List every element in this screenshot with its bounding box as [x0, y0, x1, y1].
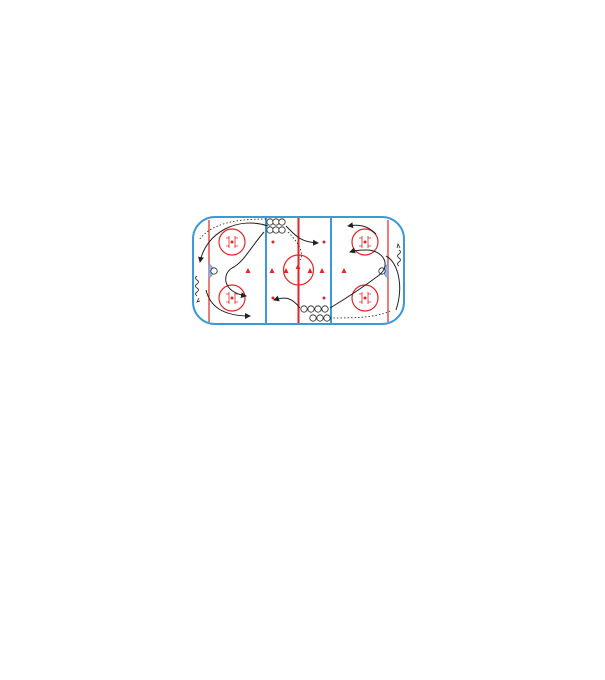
center-faceoff-circle — [282, 254, 315, 286]
pylon — [295, 264, 301, 269]
faceoff-circle-top-left — [218, 228, 246, 256]
pylon — [319, 268, 325, 273]
player-queue-bottom — [300, 305, 331, 322]
arrow-left-down — [196, 297, 201, 303]
player-queue-top — [266, 218, 286, 234]
pylon — [341, 268, 347, 273]
stickhandle-right — [397, 249, 401, 267]
pylon — [307, 268, 313, 273]
faceoff-circle-top-right — [351, 228, 379, 256]
neutral-dot — [322, 296, 326, 300]
pylon — [283, 268, 289, 273]
skating-paths — [198, 222, 401, 319]
neutral-dot — [271, 296, 275, 300]
stickhandle-left — [195, 275, 199, 297]
arrow-right-up — [396, 242, 401, 249]
left-goalie — [210, 267, 218, 275]
neutral-dot — [322, 240, 326, 244]
neutral-dot — [271, 240, 275, 244]
pylon — [245, 268, 251, 273]
pylon — [269, 268, 275, 273]
pass-paths — [198, 218, 393, 319]
